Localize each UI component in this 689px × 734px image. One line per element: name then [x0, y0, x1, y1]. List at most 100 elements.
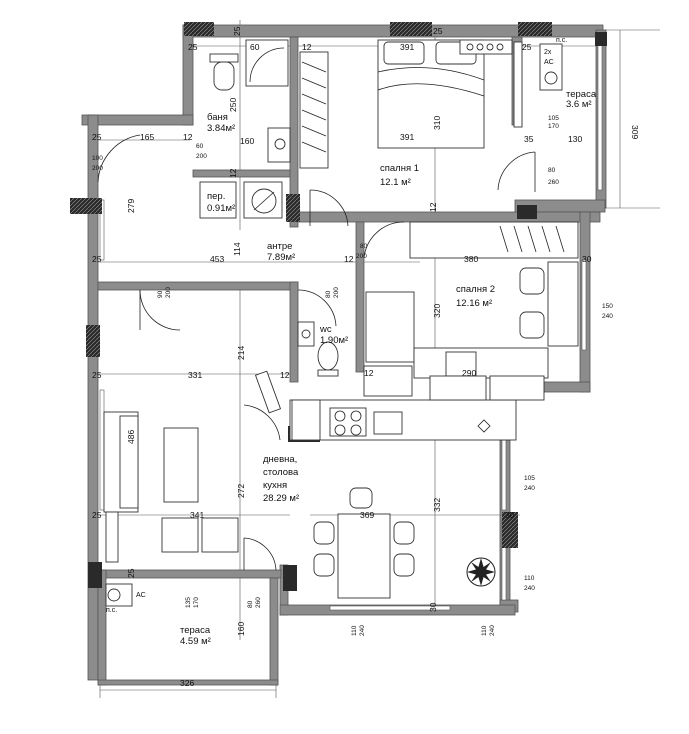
dim-165: 165: [140, 132, 154, 142]
win-110-a: 110: [524, 575, 535, 582]
door-260-a: 260: [548, 179, 559, 186]
bedroom1-name: спалня 1: [380, 163, 419, 174]
door-80-c: 80: [360, 243, 368, 250]
bathroom-area: 3.84м²: [207, 123, 235, 134]
door-260-b: 260: [255, 597, 262, 608]
win-110-b: 110: [481, 625, 488, 636]
door-100: 100: [92, 155, 103, 162]
bedroom1-area: 12.1 м²: [380, 177, 411, 188]
dim-12: 12: [302, 42, 312, 52]
dim-30-right: 30: [582, 254, 592, 264]
terrace-bottom-name: тераса: [180, 625, 211, 636]
dim-12-low: 12: [280, 370, 290, 380]
dim-114: 114: [232, 242, 242, 256]
win-240-d: 240: [359, 625, 366, 636]
door-200-e: 200: [356, 253, 367, 260]
dim-30-bot: 30: [505, 510, 515, 520]
dim-25-top: 25: [433, 26, 443, 36]
bathroom-name: баня: [207, 112, 228, 123]
dim-453: 453: [210, 254, 224, 264]
doors: [97, 134, 349, 331]
terrace-top-area: 3.6 м²: [566, 99, 592, 110]
dim-25-right: 25: [522, 42, 532, 52]
living-name-3: кухня: [263, 480, 287, 491]
win-105-a: 105: [548, 115, 559, 122]
win-135: 135: [185, 597, 192, 608]
ac-2x-label: 2x: [544, 49, 552, 56]
laundry-name: пер.: [207, 191, 225, 202]
door-90: 90: [157, 290, 164, 298]
dim-290: 290: [462, 368, 476, 378]
win-240-a: 240: [602, 313, 613, 320]
win-170-b: 170: [193, 597, 200, 608]
dim-391: 391: [400, 132, 414, 142]
dim-25-low: 25: [92, 370, 102, 380]
living-furniture: [103, 411, 496, 599]
win-240-e: 240: [489, 625, 496, 636]
bedroom2-area: 12.16 м²: [456, 298, 492, 309]
dim-279: 279: [126, 199, 136, 213]
terrace-bottom-area: 4.59 м²: [180, 636, 211, 647]
dim-160: 160: [240, 136, 254, 146]
opening-size-labels: 105 170 80 260 100 200 60 200 90 200 80 …: [92, 115, 613, 636]
dim-272: 272: [236, 484, 246, 498]
bedroom2-name: спалня 2: [456, 284, 495, 295]
dim-12-b: 12: [183, 132, 193, 142]
dim-160-b: 160: [236, 622, 246, 636]
dim-369: 369: [360, 510, 374, 520]
door-80-d: 80: [247, 600, 254, 608]
dim-25: 25: [188, 42, 198, 52]
win-170-a: 170: [548, 123, 559, 130]
door-80-b: 80: [325, 290, 332, 298]
room-labels: баня 3.84м² пер. 0.91м² антре 7.89м² wc …: [106, 37, 597, 647]
entrance-area: 7.89м²: [267, 252, 295, 263]
living-name-2: столова: [263, 467, 299, 478]
door-200-b: 200: [196, 153, 207, 160]
laundry-area: 0.91м²: [207, 203, 235, 214]
dim-12-mid: 12: [344, 254, 354, 264]
win-105-b: 105: [524, 475, 535, 482]
win-150: 150: [602, 303, 613, 310]
dim-320: 320: [432, 304, 442, 318]
plant-icon: [466, 557, 496, 587]
terrace-top-name: тераса: [566, 89, 597, 100]
ps-label-bottom: п.с.: [106, 607, 117, 614]
dim-332: 332: [432, 498, 442, 512]
ac-label-top: AC: [544, 59, 554, 66]
wc-fixtures: [297, 289, 339, 377]
dim-12-v: 12: [428, 202, 438, 212]
wc-name: wc: [319, 324, 332, 335]
structural-columns: [70, 22, 607, 591]
kitchen-counter: [243, 370, 545, 441]
dim-310: 310: [432, 116, 442, 130]
dim-25-left: 25: [92, 132, 102, 142]
bedroom2-furniture: [363, 221, 579, 397]
wc-area: 1.90м²: [320, 335, 348, 346]
dim-250: 250: [228, 98, 238, 112]
win-105-c: 110: [351, 625, 358, 636]
dim-12-low-b: 12: [364, 368, 374, 378]
dim-12-vb: 12: [228, 168, 238, 178]
dim-214: 214: [236, 346, 246, 360]
dim-391-top: 391: [400, 42, 414, 52]
door-200-d: 200: [333, 287, 340, 298]
dim-486: 486: [126, 430, 136, 444]
dim-25-terr: 25: [126, 568, 136, 578]
ac-label-bottom: AC: [136, 592, 146, 599]
dim-35: 35: [524, 134, 534, 144]
dim-326: 326: [180, 678, 194, 688]
dim-331: 331: [188, 370, 202, 380]
door-200-c: 200: [165, 287, 172, 298]
dim-60: 60: [250, 42, 260, 52]
dim-309: 309: [630, 125, 640, 139]
dim-341: 341: [190, 510, 204, 520]
dim-130: 130: [568, 134, 582, 144]
dim-25-bot: 25: [92, 510, 102, 520]
dim-380: 380: [464, 254, 478, 264]
dim-30-v: 30: [428, 602, 438, 612]
door-200-a: 200: [92, 165, 103, 172]
living-name-1: дневна,: [263, 454, 297, 465]
door-60: 60: [196, 143, 204, 150]
ps-label-top: п.с.: [556, 37, 567, 44]
